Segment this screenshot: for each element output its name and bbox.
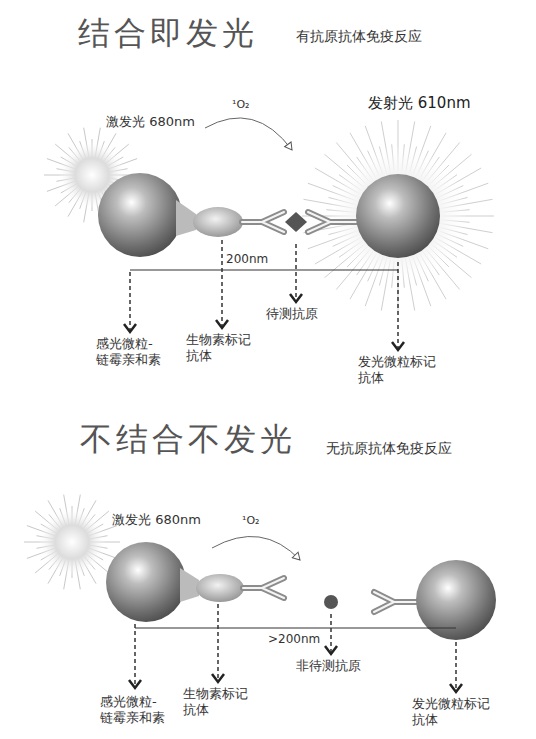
leader-lines-bottom bbox=[135, 604, 456, 690]
singlet-oxygen-arrow bbox=[212, 536, 300, 560]
leader-lines-top bbox=[130, 240, 398, 348]
streptavidin-link bbox=[176, 200, 196, 236]
target-antigen bbox=[285, 212, 307, 232]
panel-heading: 不结合不发光 bbox=[80, 420, 296, 458]
panel-subtitle: 无抗原抗体免疫反应 bbox=[326, 440, 452, 457]
antibody-left bbox=[242, 212, 284, 232]
singlet-oxygen-arrow bbox=[205, 118, 292, 150]
distance-line bbox=[135, 627, 456, 628]
part-label: 发光微粒标记抗体 bbox=[358, 354, 438, 385]
part-label: 生物素标记抗体 bbox=[186, 332, 252, 363]
distance-label: >200nm bbox=[268, 632, 320, 646]
excitation-label: 激发光 680nm bbox=[112, 512, 201, 528]
part-label: 发光微粒标记抗体 bbox=[412, 696, 492, 727]
luminescent-bead bbox=[356, 174, 440, 258]
part-label: 生物素标记抗体 bbox=[183, 686, 249, 717]
distance-line bbox=[130, 269, 398, 270]
biotin bbox=[193, 207, 243, 237]
biotin bbox=[196, 574, 244, 602]
part-label: 非待测抗原 bbox=[296, 658, 361, 674]
leader-heads-top bbox=[124, 294, 404, 350]
non-target-antigen bbox=[324, 595, 338, 609]
distance-label: 200nm bbox=[226, 252, 268, 266]
excitation-label: 激发光 680nm bbox=[106, 114, 195, 130]
panel-heading: 结合即发光 bbox=[78, 14, 258, 52]
leader-heads-bottom bbox=[129, 646, 462, 692]
excitation-light bbox=[38, 508, 106, 576]
part-label: 感光微粒-链霉亲和素 bbox=[100, 694, 166, 725]
antibody-left bbox=[243, 578, 284, 598]
emission-label: 发射光 610nm bbox=[368, 94, 471, 112]
antibody-right bbox=[308, 212, 356, 232]
antibody-right bbox=[374, 592, 418, 612]
panel-subtitle: 有抗原抗体免疫反应 bbox=[296, 28, 422, 45]
singlet-oxygen-label: ¹O₂ bbox=[232, 98, 249, 111]
rays-bottom-left bbox=[24, 495, 120, 590]
photosensitive-bead bbox=[98, 173, 182, 257]
singlet-oxygen-label: ¹O₂ bbox=[242, 514, 259, 527]
photosensitive-bead bbox=[106, 542, 186, 622]
part-label: 感光微粒-链霉亲和素 bbox=[96, 336, 162, 367]
streptavidin-link bbox=[180, 568, 199, 602]
part-label: 待测抗原 bbox=[266, 306, 318, 322]
